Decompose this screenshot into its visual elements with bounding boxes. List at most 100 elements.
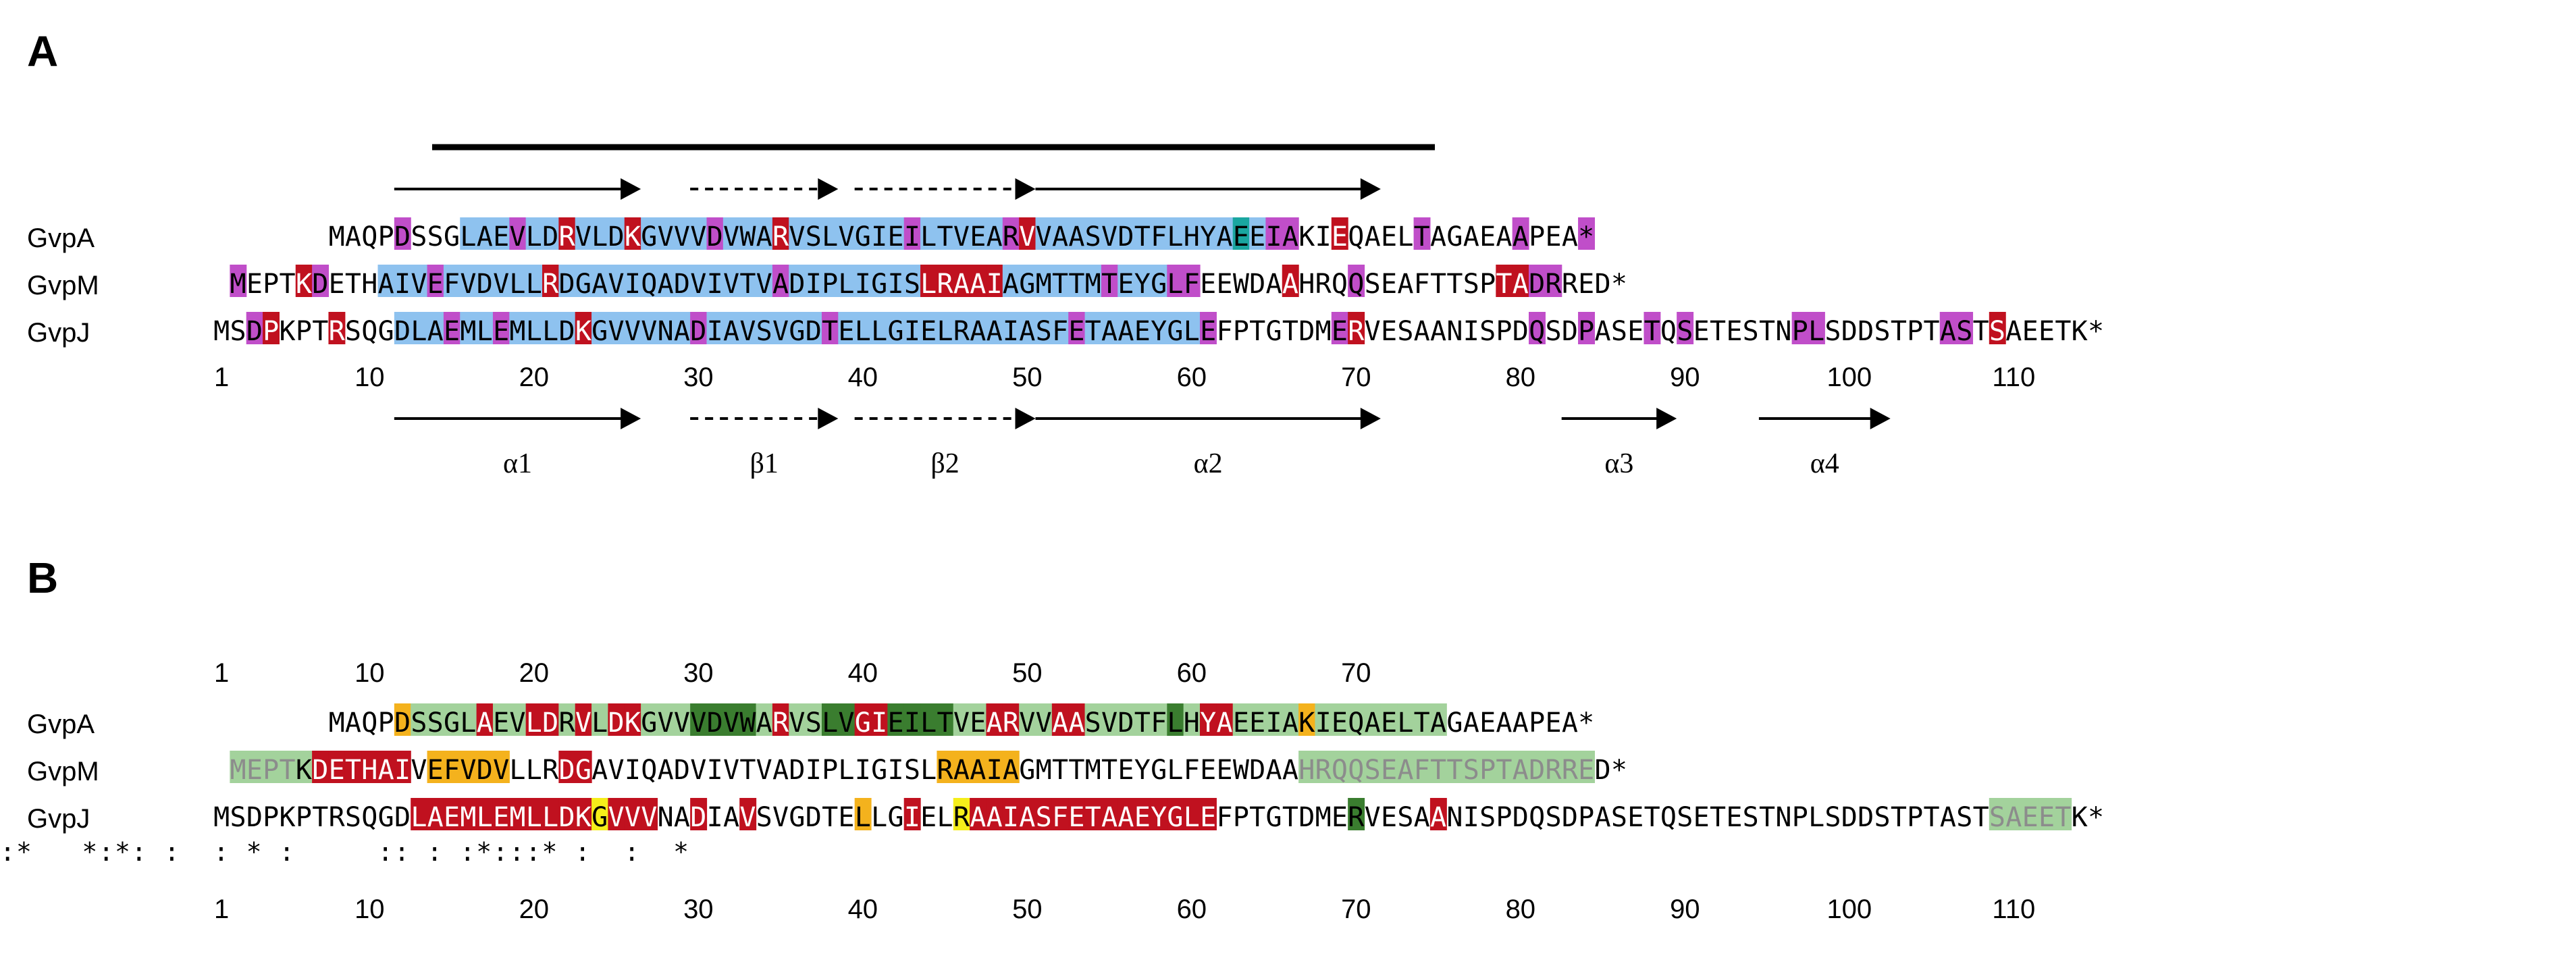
residue-highlight	[1512, 265, 1529, 297]
residue-highlight	[1101, 217, 1118, 250]
residue: V	[1036, 707, 1052, 739]
residue: V	[1365, 316, 1381, 347]
residue-highlight	[624, 265, 641, 297]
residue: S	[345, 802, 361, 833]
residue-highlight	[838, 265, 856, 297]
residue: Q	[361, 802, 377, 833]
residue: V	[690, 221, 706, 252]
residue-highlight	[1051, 217, 1069, 250]
residue-highlight	[460, 265, 477, 297]
residue-highlight	[953, 798, 970, 830]
residue: T	[1101, 755, 1118, 786]
residue: T	[1644, 802, 1660, 833]
residue-highlight	[427, 751, 444, 783]
residue: A	[1118, 316, 1134, 347]
residue: D	[789, 269, 805, 300]
residue: G	[855, 707, 871, 739]
residue-highlight	[592, 217, 608, 250]
residue-highlight	[1529, 751, 1546, 783]
residue-highlight	[1035, 312, 1053, 344]
residue: I	[394, 755, 411, 786]
residue-highlight	[641, 798, 658, 830]
residue: I	[904, 802, 920, 833]
residue: D	[1118, 221, 1134, 252]
residue-highlight	[1364, 703, 1382, 736]
residue: A	[427, 316, 444, 347]
residue: Y	[1134, 755, 1151, 786]
residue: V	[608, 316, 625, 347]
residue-highlight	[1282, 265, 1299, 297]
residue: A	[1513, 269, 1529, 300]
residue-highlight	[394, 217, 411, 250]
residue-highlight	[1791, 312, 1809, 344]
residue: R	[558, 707, 575, 739]
residue: P	[378, 707, 394, 739]
residue: S	[1956, 316, 1972, 347]
residue-highlight	[1068, 265, 1086, 297]
residue: V	[838, 221, 854, 252]
residue: S	[1989, 802, 2005, 833]
residue: E	[1381, 707, 1397, 739]
residue-highlight	[1051, 798, 1069, 830]
residue-highlight	[1512, 217, 1529, 250]
residue-highlight	[1200, 217, 1217, 250]
residue: V	[460, 755, 476, 786]
residue: G	[1019, 755, 1035, 786]
sequence-name-gvpj: GvpJ	[27, 804, 90, 834]
residue: E	[427, 755, 444, 786]
residue: E	[427, 269, 444, 300]
residue: A	[1266, 755, 1282, 786]
residue: D	[394, 221, 411, 252]
residue-highlight	[1101, 798, 1118, 830]
residue: G	[1446, 221, 1463, 252]
position-tick-label: 10	[354, 658, 385, 688]
residue: S	[411, 707, 427, 739]
residue: S	[1545, 802, 1561, 833]
residue-highlight	[1265, 217, 1283, 250]
residue: D	[1513, 316, 1529, 347]
residue: L	[838, 269, 854, 300]
residue-highlight	[1348, 798, 1365, 830]
residue: G	[887, 802, 903, 833]
residue: L	[1808, 316, 1824, 347]
residue-highlight	[394, 265, 411, 297]
residue: D	[1562, 802, 1578, 833]
arrow-head	[1360, 178, 1381, 200]
residue: Y	[1200, 221, 1216, 252]
residue: E	[1134, 802, 1151, 833]
residue: E	[1118, 755, 1134, 786]
residue: E	[838, 802, 854, 833]
residue-highlight	[673, 265, 691, 297]
residue-highlight	[476, 703, 494, 736]
residue: M	[509, 802, 525, 833]
residue-highlight	[427, 798, 444, 830]
sequence-name-gvpa: GvpA	[27, 223, 95, 253]
residue-highlight	[1331, 703, 1348, 736]
residue: S	[1463, 755, 1479, 786]
residue-highlight	[1578, 217, 1595, 250]
residue: F	[444, 755, 460, 786]
residue: Q	[1332, 755, 1348, 786]
residue: A	[1940, 316, 1956, 347]
residue: T	[1282, 316, 1298, 347]
residue: A	[1282, 269, 1298, 300]
residue: A	[1397, 269, 1413, 300]
residue-highlight	[509, 312, 527, 344]
residue-highlight	[838, 217, 856, 250]
residue: T	[1496, 755, 1512, 786]
residue-highlight	[1002, 751, 1020, 783]
residue: A	[1052, 707, 1068, 739]
residue: A	[987, 221, 1003, 252]
residue: D	[394, 707, 411, 739]
position-tick-label: 70	[1341, 363, 1371, 392]
residue: A	[756, 707, 772, 739]
residue-highlight	[1019, 217, 1036, 250]
residue-highlight	[937, 312, 954, 344]
bottom-ss-arrow-0	[394, 408, 641, 429]
residue-highlight	[377, 265, 395, 297]
residue: S	[1824, 316, 1841, 347]
residue: D	[608, 707, 625, 739]
residue: E	[1332, 707, 1348, 739]
